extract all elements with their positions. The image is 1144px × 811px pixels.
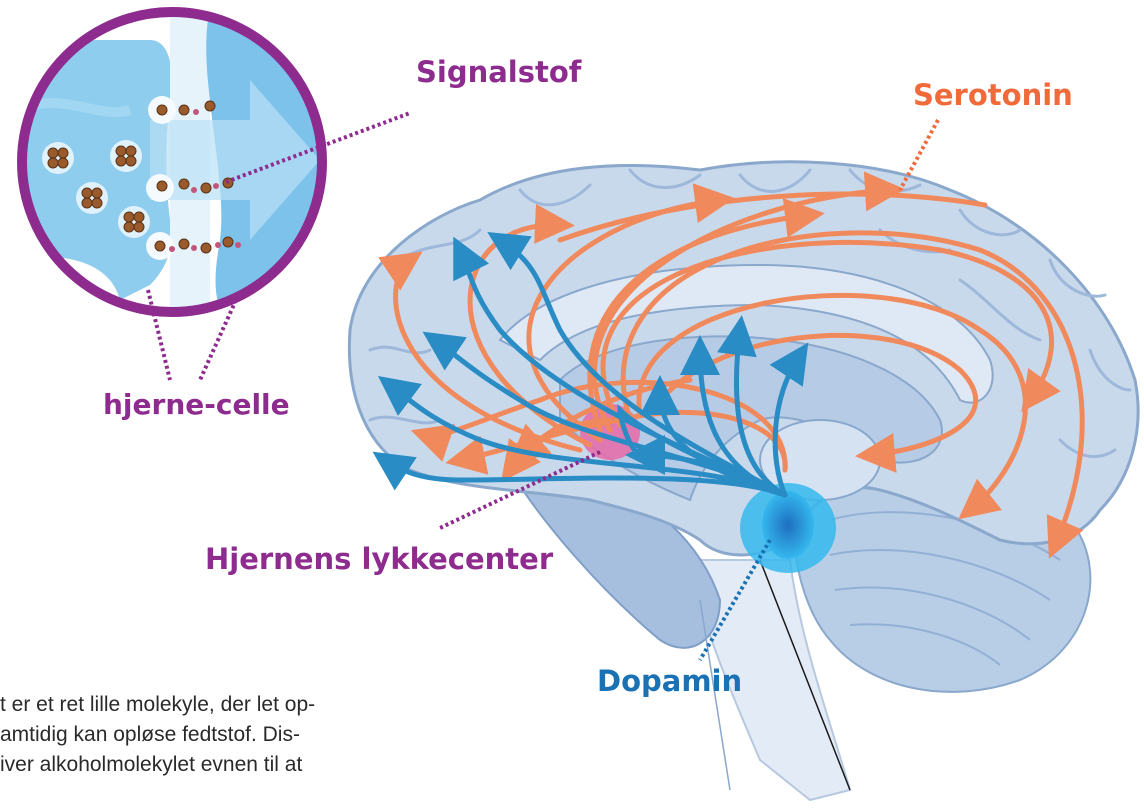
body-line: iver alkoholmolekylet evnen til at [0, 750, 380, 780]
synapse-inset [0, 0, 340, 330]
dopamine-nucleus [740, 483, 836, 573]
label-signalstof: Signalstof [416, 55, 581, 89]
label-dopamin: Dopamin [597, 664, 742, 698]
body-text: t er et ret lille molekyle, der let op- … [0, 690, 380, 780]
label-hjerne-celle: hjerne-celle [103, 388, 290, 421]
label-lykkecenter: Hjernens lykkecenter [205, 542, 553, 576]
label-serotonin: Serotonin [913, 78, 1073, 112]
body-line: t er et ret lille molekyle, der let op- [0, 690, 380, 720]
body-line: amtidig kan opløse fedtstof. Dis- [0, 720, 380, 750]
